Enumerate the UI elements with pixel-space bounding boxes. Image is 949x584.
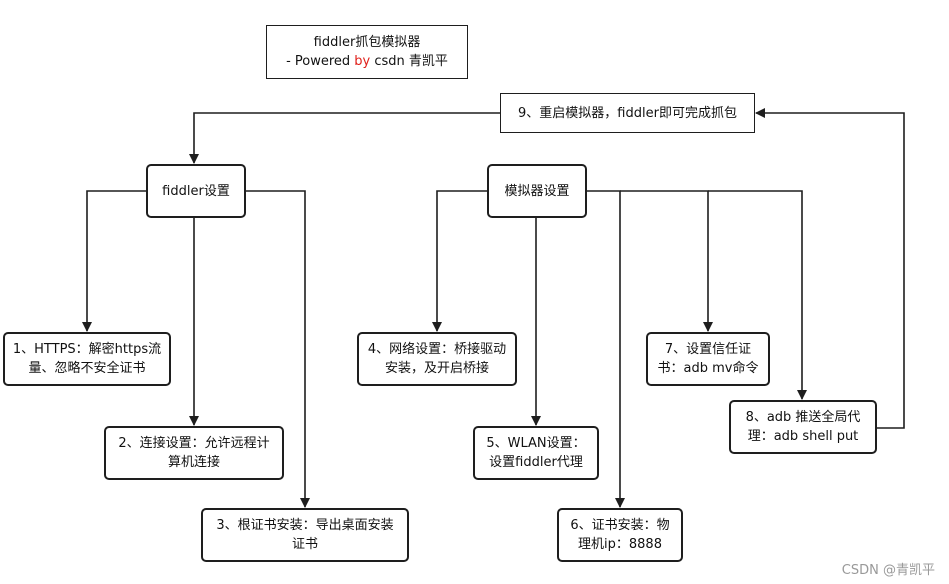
node-fiddler-label: fiddler设置	[162, 183, 230, 199]
node-7-line-1: 7、设置信任证	[664, 342, 752, 357]
node-4-line-1: 4、网络设置：桥接驱动	[367, 342, 507, 357]
node-6-line-1: 6、证书安装：物	[570, 518, 670, 533]
node-3-root-cert[interactable]: 3、根证书安装：导出桌面安装 证书	[201, 508, 409, 562]
node-3-line-2: 证书	[291, 537, 318, 552]
edge-emulator-to-4	[432, 190, 488, 332]
title-by-word: by	[354, 54, 371, 69]
node-5-line-1: 5、WLAN设置：	[486, 436, 586, 451]
edge-8-to-9	[755, 108, 905, 429]
node-8-line-1: 8、adb 推送全局代	[745, 410, 861, 425]
title-powered-prefix: - Powered	[286, 54, 355, 69]
node-emulator-settings[interactable]: 模拟器设置	[487, 164, 587, 218]
node-9-label: 9、重启模拟器，fiddler即可完成抓包	[518, 105, 737, 121]
title-line-1: fiddler抓包模拟器	[313, 35, 421, 50]
title-box: fiddler抓包模拟器 - Powered by csdn 青凯平	[266, 25, 468, 79]
edge-fiddler-to-3	[246, 190, 310, 508]
edge-9-to-fiddler	[189, 112, 500, 164]
node-8-adb-proxy[interactable]: 8、adb 推送全局代 理：adb shell put	[729, 400, 877, 454]
node-5-wlan[interactable]: 5、WLAN设置： 设置fiddler代理	[473, 426, 599, 480]
node-emulator-label: 模拟器设置	[504, 183, 570, 199]
node-9-restart-emulator[interactable]: 9、重启模拟器，fiddler即可完成抓包	[500, 93, 755, 133]
node-2-line-1: 2、连接设置：允许远程计	[118, 436, 270, 451]
node-5-line-2: 设置fiddler代理	[489, 455, 583, 470]
edge-emulator-to-8	[708, 190, 807, 400]
edge-fiddler-to-1	[82, 190, 147, 332]
node-fiddler-settings[interactable]: fiddler设置	[146, 164, 246, 218]
node-8-line-2: 理：adb shell put	[747, 429, 859, 444]
node-4-line-2: 安装，及开启桥接	[384, 361, 489, 376]
node-7-trust-cert[interactable]: 7、设置信任证 书：adb mv命令	[646, 332, 770, 386]
node-1-https[interactable]: 1、HTTPS：解密https流 量、忽略不安全证书	[3, 332, 171, 386]
node-3-line-1: 3、根证书安装：导出桌面安装	[216, 518, 394, 533]
node-1-line-1: 1、HTTPS：解密https流	[12, 342, 162, 357]
edge-emulator-to-7	[620, 190, 713, 332]
node-6-cert-install[interactable]: 6、证书安装：物 理机ip：8888	[557, 508, 683, 562]
node-2-connection[interactable]: 2、连接设置：允许远程计 算机连接	[104, 426, 284, 480]
node-7-line-2: 书：adb mv命令	[657, 361, 759, 376]
node-2-line-2: 算机连接	[167, 455, 220, 470]
node-4-network[interactable]: 4、网络设置：桥接驱动 安装，及开启桥接	[357, 332, 517, 386]
title-author: csdn 青凯平	[370, 54, 448, 69]
csdn-watermark: CSDN @青凯平	[841, 563, 935, 578]
node-1-line-2: 量、忽略不安全证书	[28, 361, 146, 376]
node-6-line-2: 理机ip：8888	[578, 537, 662, 552]
title-line-2: - Powered by csdn 青凯平	[286, 52, 448, 71]
